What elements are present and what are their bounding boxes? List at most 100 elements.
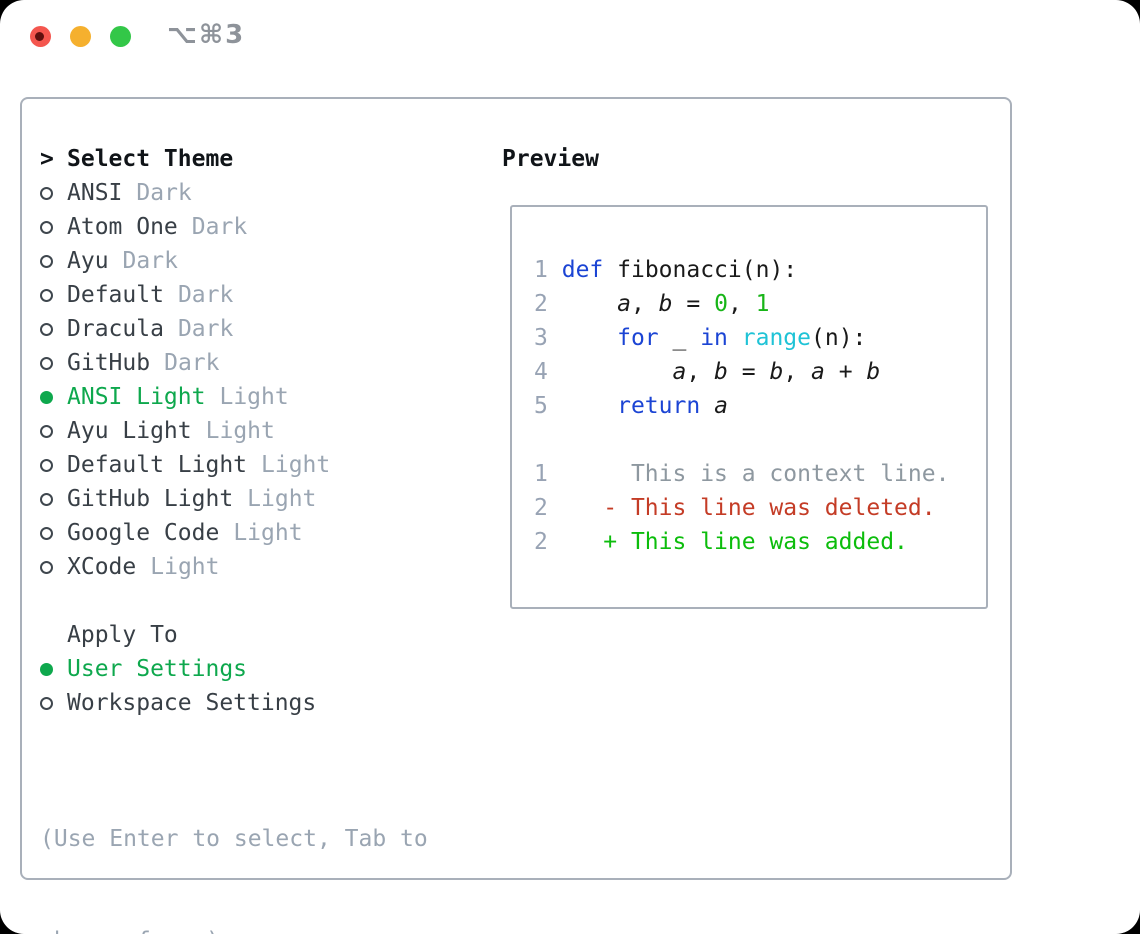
code-token-pl: =	[727, 359, 770, 385]
code-token-lit: 0	[714, 291, 728, 317]
radio-circle-icon	[40, 356, 53, 370]
line-number: 5	[534, 393, 548, 419]
line-number: 4	[534, 359, 548, 385]
theme-name: ANSI	[67, 180, 123, 206]
select-theme-title: Select Theme	[67, 146, 234, 172]
code-token-lit: 1	[755, 291, 770, 317]
radio-circle-icon	[40, 220, 53, 234]
code-line: 2 - This line was deleted.	[534, 491, 986, 525]
apply-option-label: User Settings	[67, 656, 248, 682]
code-line: 4 a, b = b, a + b	[534, 355, 986, 389]
radio-marker	[40, 526, 67, 540]
theme-variant-tag: Light	[261, 452, 331, 478]
radio-circle-icon	[40, 526, 53, 540]
code-token-var: b	[866, 359, 881, 385]
apply-to-title: Apply To	[67, 622, 178, 648]
radio-circle-icon	[40, 560, 53, 574]
theme-variant-tag: Dark	[191, 214, 248, 240]
theme-name: GitHub	[67, 350, 151, 376]
radio-marker	[40, 492, 67, 506]
radio-circle-icon	[40, 322, 53, 336]
theme-variant-tag: Light	[205, 418, 275, 444]
code-token-pl: ,	[727, 291, 756, 317]
line-number: 1	[534, 461, 548, 487]
radio-dot-icon	[40, 662, 53, 676]
radio-marker	[40, 424, 67, 438]
code-token-kw: for	[617, 325, 659, 351]
code-line: 3 for _ in range(n):	[534, 321, 986, 355]
code-token-pl: _	[658, 325, 701, 351]
caret-icon: >	[40, 146, 54, 172]
code-token-pl: =	[672, 291, 715, 317]
radio-circle-icon	[40, 254, 53, 268]
line-number: 1	[534, 257, 548, 283]
line-number: 3	[534, 325, 548, 351]
code-token-pl	[548, 529, 603, 555]
radio-circle-icon	[40, 696, 53, 710]
code-token-pl: fibonacci(n):	[617, 257, 798, 283]
theme-variant-tag: Dark	[136, 180, 192, 206]
code-line: 2 a, b = 0, 1	[534, 287, 986, 321]
code-token-pl: ,	[630, 291, 659, 317]
radio-marker	[40, 186, 67, 200]
radio-marker	[40, 220, 67, 234]
minimize-button-icon[interactable]	[70, 26, 91, 47]
apply-option-user-settings[interactable]: User Settings	[40, 652, 500, 686]
code-line: 1 This is a context line.	[534, 457, 986, 491]
apply-to-header: Apply To	[40, 618, 500, 652]
code-token-pl: ,	[686, 359, 715, 385]
theme-option-ansi[interactable]: ANSI Dark	[40, 176, 500, 210]
apply-option-workspace-settings[interactable]: Workspace Settings	[40, 686, 500, 720]
window-controls	[30, 26, 131, 47]
theme-variant-tag: Light	[247, 486, 317, 512]
theme-name: Atom One	[67, 214, 178, 240]
code-token-kw: def	[561, 257, 604, 283]
code-token-pl	[548, 495, 603, 521]
radio-marker	[40, 322, 67, 336]
window-title: ⌥⌘3	[167, 20, 246, 50]
radio-marker	[40, 254, 67, 268]
theme-variant-tag: Dark	[177, 316, 234, 342]
code-token-add: + This line was added.	[603, 529, 908, 555]
close-button-icon[interactable]	[30, 26, 51, 47]
code-token-var: a	[714, 393, 728, 419]
radio-selected-marker	[40, 390, 67, 404]
theme-name: Ayu Light	[67, 418, 192, 444]
line-number: 2	[534, 495, 548, 521]
code-token-pl	[548, 257, 562, 283]
radio-marker	[40, 356, 67, 370]
radio-marker	[40, 458, 67, 472]
theme-variant-tag: Dark	[122, 248, 178, 274]
code-token-pl	[548, 461, 631, 487]
code-token-pl	[728, 325, 742, 351]
cursor-marker: >	[40, 146, 67, 172]
theme-variant-tag: Light	[219, 384, 289, 410]
theme-option-ayu-light[interactable]: Ayu Light Light	[40, 414, 500, 448]
theme-option-atom-one[interactable]: Atom One Dark	[40, 210, 500, 244]
code-token-kw: return	[617, 393, 701, 419]
zoom-button-icon[interactable]	[110, 26, 131, 47]
theme-variant-tag: Light	[233, 520, 303, 546]
theme-name: Default	[67, 282, 164, 308]
code-token-pl	[548, 359, 673, 385]
radio-circle-icon	[40, 186, 53, 200]
code-line	[534, 423, 986, 457]
code-token-var: a	[811, 359, 825, 385]
code-line: 2 + This line was added.	[534, 525, 986, 559]
code-token-pl	[603, 257, 617, 283]
radio-circle-icon	[40, 458, 53, 472]
